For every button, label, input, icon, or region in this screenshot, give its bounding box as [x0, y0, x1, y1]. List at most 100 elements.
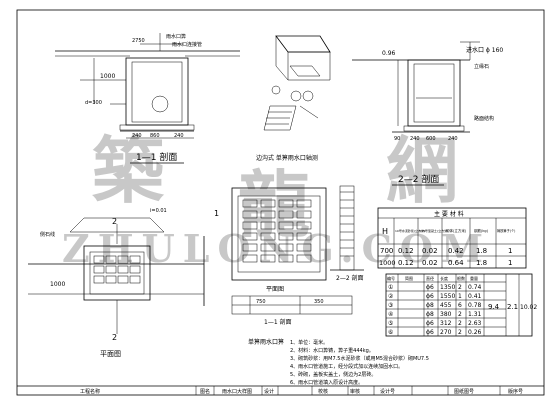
tb-date-label: 版序号 [508, 388, 523, 395]
rebar-r5-c3: 270 [440, 329, 452, 336]
rebar-r2-c2: ϕ8 [426, 302, 434, 309]
mat-r1-c2: 0.02 [422, 259, 438, 267]
mat-h-3: 砌体(立方米) [446, 228, 467, 233]
rebar-total-1: 9.4 [488, 303, 500, 311]
rebar-r3-c5: 1.31 [468, 311, 482, 318]
tb-design-label: 设计 [264, 388, 274, 395]
label-side: 侧石线 [40, 231, 55, 238]
center-section-1-1-drawing [231, 295, 353, 315]
tb-check-label: 校核 [318, 388, 328, 395]
label-slope: i=0.01 [150, 208, 167, 214]
rebar-r2-c0: ③ [388, 302, 393, 309]
dim-2750: 2750 [132, 38, 145, 44]
dim-90: 90 [394, 136, 400, 142]
rebar-h-1: 简图 [405, 275, 413, 281]
rebar-r5-c5: 0.26 [468, 329, 482, 336]
iso-caption: 边沟式 单箅雨水口轴测 [256, 154, 318, 162]
single-grate-caption: 单箅雨水口箅 [248, 338, 284, 346]
rebar-r1-c4: 1 [458, 293, 462, 300]
rebar-h-0: 编号 [387, 275, 395, 281]
materials-title: 主 要 材 料 [434, 210, 464, 218]
mat-h-2: C25号混凝土(立方米) [419, 228, 448, 233]
section-2-2-drawing [352, 41, 480, 133]
rebar-r3-c2: ϕ8 [426, 311, 434, 318]
materials-table [377, 207, 527, 269]
marker-2-top: 2 [112, 217, 117, 226]
rebar-r0-c3: 1350 [440, 284, 455, 291]
label-pipe: 雨水口连接管 [172, 41, 202, 48]
sheet-border [16, 9, 545, 396]
rebar-h-2: 直径 [426, 275, 434, 281]
rebar-total-3: 10.02 [520, 304, 537, 311]
dim-350: 350 [314, 299, 324, 305]
mat-r0-c2: 0.02 [422, 247, 438, 255]
rebar-r3-c3: 380 [440, 311, 452, 318]
mat-r1-c1: 0.12 [398, 259, 414, 267]
rebar-table [385, 273, 533, 337]
mat-r1-c3: 0.64 [448, 259, 464, 267]
label-inlet: 进水口 ϕ 160 [466, 46, 503, 54]
rebar-r1-c0: ② [388, 293, 394, 300]
dim-600: 600 [426, 136, 436, 142]
label-grate: 雨水口箅 [166, 33, 186, 40]
label-road: 路面结构 [474, 115, 494, 122]
rebar-r3-c0: ④ [388, 311, 393, 318]
tb-drawing-name: 雨水口大样图 [222, 388, 252, 395]
note-6: 6、雨水口管道填入原设计高度。 [290, 379, 363, 386]
rebar-r4-c2: ϕ6 [426, 320, 434, 327]
section-1-1-drawing [55, 33, 240, 139]
mat-r1-c0: 1000 [379, 259, 396, 267]
narrow-section-drawing [330, 185, 364, 271]
title-section-1-1-center: 1—1 剖面 [264, 318, 292, 326]
watermark-char-3: 網 [386, 128, 458, 213]
mat-r1-c4: 1.8 [476, 259, 487, 267]
mat-h-5: 铸铁箅子(个) [497, 228, 515, 233]
mat-r1-c5: 1 [508, 259, 512, 267]
mat-h-4: 钢筋(kg) [474, 228, 489, 233]
iso-drawing [263, 35, 331, 131]
tb-number-label: 设计号 [380, 388, 395, 395]
dim-096: 0.96 [382, 50, 396, 57]
rebar-r1-c5: 0.41 [468, 293, 482, 300]
label-d300: d=300 [85, 100, 102, 106]
tb-project-label: 工程名称 [80, 388, 100, 395]
rebar-r5-c2: ϕ6 [426, 329, 434, 336]
tb-drawing-label: 图名 [200, 388, 210, 395]
rebar-h-3: 长度 [440, 275, 448, 281]
dim-1000-left: 1000 [100, 73, 115, 80]
mat-h-1: 10号水泥砂浆(立方米) [395, 228, 425, 233]
note-1: 1、单位：毫米。 [290, 339, 328, 346]
mat-r0-c4: 1.8 [476, 247, 487, 255]
rebar-r3-c4: 2 [458, 311, 462, 318]
title-plan-left: 平面图 [100, 350, 121, 358]
dim-240-a: 240 [132, 133, 142, 139]
title-section-2-2-center: 2—2 剖面 [336, 274, 364, 282]
rebar-h-5: 重量 [470, 275, 478, 281]
mat-r0-c5: 1 [508, 247, 512, 255]
rebar-r1-c2: ϕ6 [426, 293, 434, 300]
rebar-r0-c2: ϕ6 [426, 284, 434, 291]
title-section-1-1: 1—1 剖面 [136, 151, 177, 163]
marker-1-right: 1 [214, 209, 219, 218]
mat-r0-c1: 0.12 [398, 247, 414, 255]
title-block [17, 385, 544, 395]
note-5: 5、砖砌，盖板实盖土，侧边为2层砖。 [290, 371, 376, 378]
rebar-h-4: 根数 [457, 275, 465, 281]
mat-r0-c3: 0.42 [448, 247, 464, 255]
title-section-2-2: 2—2 剖面 [398, 173, 439, 185]
rebar-r5-c4: 2 [458, 329, 462, 336]
dim-750: 750 [256, 299, 266, 305]
rebar-r5-c0: ⑥ [388, 329, 393, 336]
tb-sheet-label: 图纸图号 [454, 388, 474, 395]
tb-review-label: 审核 [350, 388, 360, 395]
note-4: 4、雨水口管道施工，经分段式加以连续加固水口。 [290, 363, 403, 370]
label-kerb: 立缘石 [474, 63, 489, 70]
dim-240-d: 240 [448, 136, 458, 142]
dim-1000-plan: 1000 [50, 281, 65, 288]
rebar-r1-c3: 1550 [440, 293, 455, 300]
rebar-r4-c5: 2.63 [468, 320, 482, 327]
mat-h-0: H [382, 227, 388, 236]
rebar-r4-c0: ⑤ [388, 320, 393, 327]
rebar-r2-c3: 455 [440, 302, 452, 309]
